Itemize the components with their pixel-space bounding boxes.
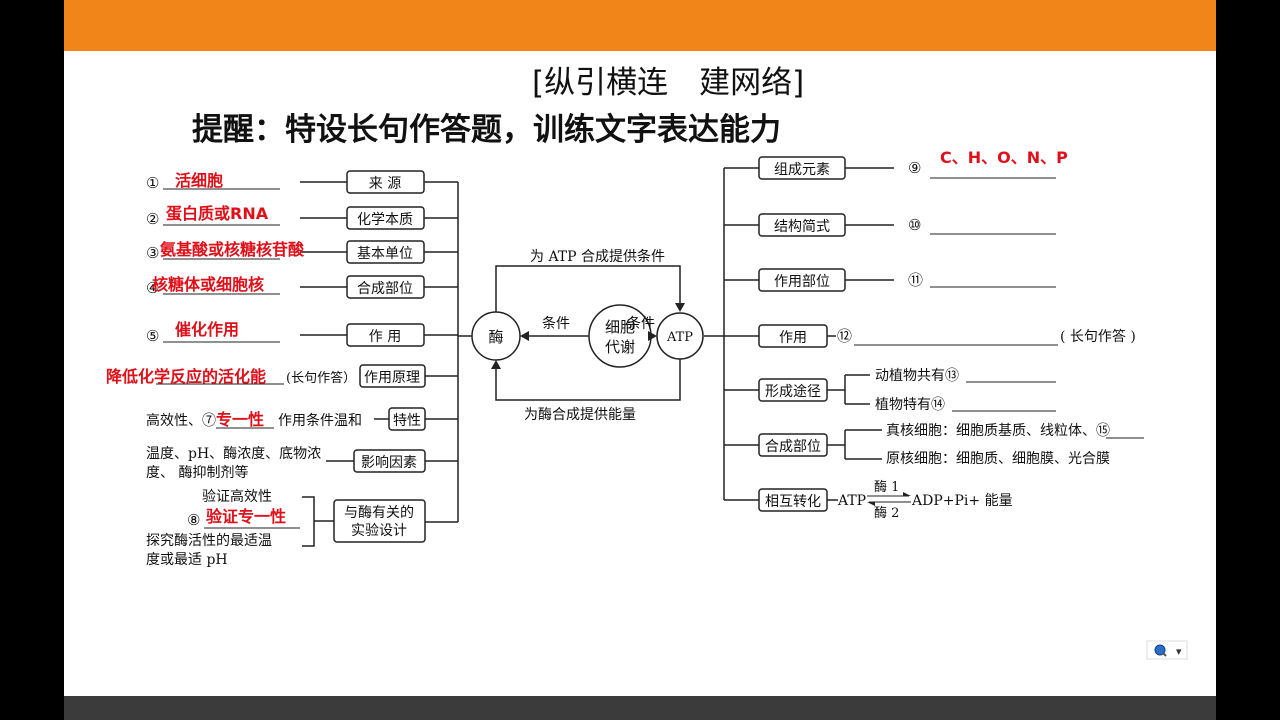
blank-4-number: ④ bbox=[146, 279, 159, 297]
slide-prompt: 提醒：特设长句作答题，训练文字表达能力 bbox=[192, 112, 781, 148]
left-box-property: 特性 bbox=[388, 407, 426, 431]
svg-text:合成部位: 合成部位 bbox=[357, 281, 413, 297]
svg-text:作用: 作用 bbox=[779, 330, 807, 346]
blank-1-number: ① bbox=[146, 174, 159, 192]
conversion-enzyme-2: 酶 2 bbox=[874, 505, 899, 521]
condition-right: 条件 bbox=[627, 315, 655, 332]
left-box-nature: 化学本质 bbox=[346, 206, 425, 230]
right-box-elements: 组成元素 bbox=[758, 156, 846, 180]
blank-3-number: ③ bbox=[146, 244, 159, 262]
left-box-experiment: 与酶有关的 实验设计 bbox=[333, 499, 426, 543]
property-prefix: 高效性、⑦ bbox=[146, 412, 216, 429]
svg-text:基本单位: 基本单位 bbox=[357, 245, 413, 262]
svg-text:合成部位: 合成部位 bbox=[765, 439, 821, 455]
long-answer-hint: ( 长句作答 ) bbox=[1060, 328, 1136, 345]
answer-7: 专一性 bbox=[216, 410, 264, 429]
answer-2: 蛋白质或RNA bbox=[166, 204, 269, 223]
svg-text:作 用: 作 用 bbox=[369, 329, 401, 345]
bottom-arrow-label: 为酶合成提供能量 bbox=[524, 407, 636, 423]
blank-5-number: ⑤ bbox=[146, 327, 159, 345]
blank-10-number: ⑩ bbox=[908, 216, 921, 234]
metabolism-label-1: 细胞 bbox=[605, 318, 635, 336]
right-box-formula: 结构简式 bbox=[758, 213, 846, 237]
factors-line-2: 度、 酶抑制剂等 bbox=[146, 464, 248, 481]
svg-text:化学本质: 化学本质 bbox=[357, 212, 413, 228]
svg-text:特性: 特性 bbox=[393, 413, 421, 429]
svg-text:相互转化: 相互转化 bbox=[765, 494, 821, 510]
left-box-site: 合成部位 bbox=[346, 275, 425, 299]
answer-6: 降低化学反应的活化能 bbox=[106, 367, 266, 386]
slide-title: [纵引横连 建网络] bbox=[532, 65, 804, 101]
svg-text:形成途径: 形成途径 bbox=[765, 383, 821, 400]
answer-3: 氨基酸或核糖核苷酸 bbox=[160, 240, 305, 259]
blank-8-number: ⑧ bbox=[187, 511, 200, 529]
left-box-unit: 基本单位 bbox=[346, 240, 425, 264]
answer-5: 催化作用 bbox=[175, 320, 239, 339]
magnifier-icon[interactable] bbox=[1154, 644, 1166, 656]
conversion-atp: ATP bbox=[837, 493, 866, 509]
svg-text:影响因素: 影响因素 bbox=[361, 455, 417, 471]
property-suffix: 作用条件温和 bbox=[278, 412, 362, 429]
right-box-conversion: 相互转化 bbox=[758, 488, 828, 512]
experiment-bracket bbox=[302, 496, 315, 547]
blank-9-number: ⑨ bbox=[908, 159, 921, 177]
conversion-enzyme-1: 酶 1 bbox=[874, 479, 899, 495]
enzyme-label: 酶 bbox=[488, 328, 503, 346]
answer-8: 验证专一性 bbox=[206, 507, 286, 526]
blank-12-number: ⑫ bbox=[837, 327, 852, 345]
left-box-principle: 作用原理 bbox=[359, 364, 426, 388]
chevron-down-icon[interactable]: ▾ bbox=[1176, 645, 1182, 658]
top-loop-arrow bbox=[495, 265, 681, 312]
right-box-synthesis-site: 合成部位 bbox=[758, 433, 828, 457]
right-box-function: 作用 bbox=[758, 324, 828, 348]
experiment-3-line-2: 度或最适 pH bbox=[146, 552, 228, 568]
right-box-site: 作用部位 bbox=[758, 268, 846, 292]
bottom-bar bbox=[64, 696, 1216, 720]
left-box-function: 作 用 bbox=[346, 323, 425, 347]
experiment-3-line-1: 探究酶活性的最适温 bbox=[146, 533, 272, 549]
factors-line-1: 温度、pH、酶浓度、底物浓 bbox=[146, 446, 321, 462]
left-box-source: 来 源 bbox=[346, 170, 425, 194]
zoom-widget[interactable]: ▾ bbox=[1146, 640, 1188, 660]
experiment-1: 验证高效性 bbox=[202, 488, 272, 505]
formation-animal: 动植物共有⑬ bbox=[875, 368, 959, 384]
answer-1: 活细胞 bbox=[175, 171, 223, 190]
principle-suffix: (长句作答） bbox=[286, 370, 356, 386]
right-box-formation: 形成途径 bbox=[758, 378, 828, 402]
site-prokaryote: 原核细胞：细胞质、细胞膜、光合膜 bbox=[886, 451, 1110, 467]
svg-text:实验设计: 实验设计 bbox=[351, 523, 407, 539]
svg-text:组成元素: 组成元素 bbox=[774, 162, 830, 178]
top-arrow-label: 为 ATP 合成提供条件 bbox=[530, 248, 665, 265]
concept-map: [纵引横连 建网络] 提醒：特设长句作答题，训练文字表达能力 来 源 化学本质 … bbox=[106, 65, 1188, 660]
left-box-factors: 影响因素 bbox=[353, 449, 426, 473]
answer-4: 核糖体或细胞核 bbox=[152, 275, 264, 294]
metabolism-label-2: 代谢 bbox=[605, 338, 635, 356]
top-accent-bar bbox=[64, 0, 1216, 51]
slide: [纵引横连 建网络] 提醒：特设长句作答题，训练文字表达能力 来 源 化学本质 … bbox=[64, 0, 1216, 720]
svg-text:与酶有关的: 与酶有关的 bbox=[344, 505, 414, 521]
blank-2-number: ② bbox=[146, 210, 159, 228]
svg-text:结构简式: 结构简式 bbox=[774, 218, 830, 235]
formation-plant: 植物特有⑭ bbox=[875, 397, 945, 413]
svg-text:作用部位: 作用部位 bbox=[774, 274, 830, 290]
condition-left: 条件 bbox=[542, 315, 570, 332]
svg-text:作用原理: 作用原理 bbox=[364, 370, 420, 386]
blank-11-number: ⑪ bbox=[908, 271, 923, 289]
metabolism-node bbox=[588, 304, 652, 368]
bottom-loop-arrow bbox=[495, 359, 681, 401]
site-eukaryote: 真核细胞：细胞质基质、线粒体、⑮ bbox=[886, 422, 1110, 439]
atp-label: ATP bbox=[666, 330, 693, 345]
answer-9: C、H、O、N、P bbox=[940, 148, 1068, 167]
conversion-products: ADP+Pi+ 能量 bbox=[911, 493, 1013, 509]
svg-text:来 源: 来 源 bbox=[369, 176, 401, 192]
